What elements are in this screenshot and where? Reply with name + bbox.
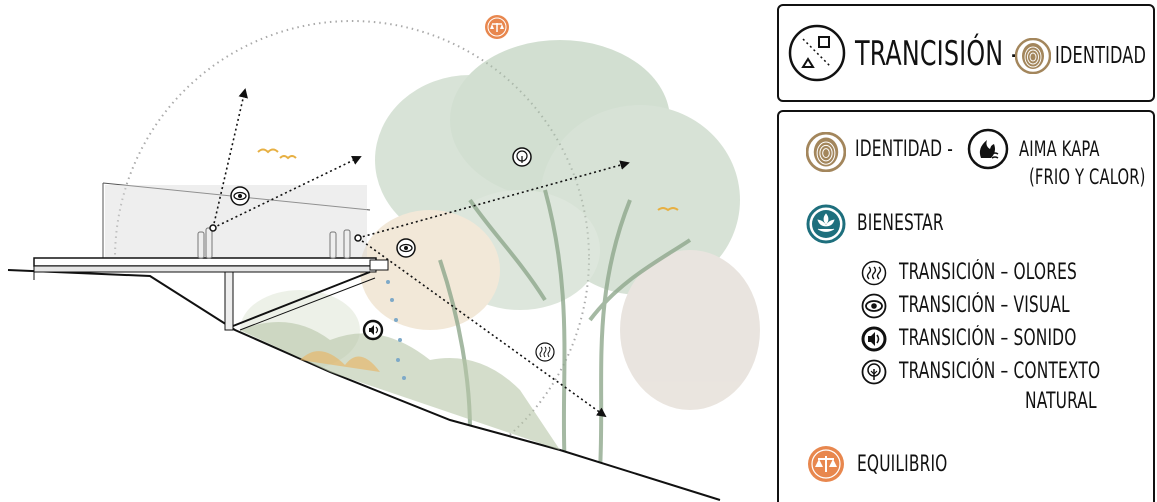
site-section-diagram bbox=[0, 15, 770, 502]
deck bbox=[33, 257, 389, 331]
orange-shrubs bbox=[300, 351, 380, 372]
eye-icon bbox=[396, 238, 416, 258]
sound-icon bbox=[362, 319, 384, 341]
legend-item-visual: TRANSICIÓN – VISUAL bbox=[899, 293, 1070, 318]
water-drops bbox=[386, 280, 406, 380]
legend-aima-line1: AIMA KAPA bbox=[1019, 137, 1100, 161]
eye-icon bbox=[861, 293, 887, 319]
legend-aima-line2: (FRIO Y CALOR) bbox=[1029, 165, 1146, 189]
title-main: TRANCISIÓN - bbox=[855, 34, 1020, 74]
legend-identity-label: IDENTIDAD - bbox=[855, 137, 953, 162]
legend-item-contexto: TRANSICIÓN – CONTEXTO bbox=[899, 359, 1101, 384]
sight-lines bbox=[212, 88, 630, 418]
legend-item-contexto-line2: NATURAL bbox=[1025, 389, 1097, 414]
smell-waves-icon bbox=[861, 260, 887, 286]
title-panel: TRANCISIÓN - IDENTIDAD bbox=[777, 4, 1155, 102]
terrain-slope bbox=[0, 270, 770, 502]
tree-icon bbox=[861, 359, 887, 385]
legend-bienestar: BIENESTAR bbox=[857, 211, 944, 236]
sound-icon bbox=[861, 326, 887, 352]
legend-item-sonido: TRANSICIÓN – SONIDO bbox=[899, 326, 1077, 351]
tree-canopy bbox=[240, 40, 760, 410]
tree-trunks bbox=[438, 189, 692, 471]
title-secondary: IDENTIDAD bbox=[1055, 43, 1147, 69]
balance-icon bbox=[808, 446, 844, 482]
eye-icon bbox=[230, 186, 250, 206]
balance-icon bbox=[485, 15, 509, 39]
birds bbox=[257, 148, 679, 212]
people bbox=[197, 227, 351, 259]
tree-icon bbox=[512, 147, 532, 167]
fingerprint-icon bbox=[1015, 38, 1051, 74]
fire-water-icon bbox=[967, 128, 1009, 170]
legend-equilibrio: EQUILIBRIO bbox=[857, 452, 948, 477]
legend-panel: IDENTIDAD - AIMA KAPA (FRIO Y CALOR) BIE… bbox=[777, 110, 1155, 502]
fingerprint-icon bbox=[806, 132, 846, 172]
transition-shapes-icon bbox=[788, 24, 846, 82]
wellbeing-lotus-icon bbox=[806, 204, 846, 244]
smell-waves-icon bbox=[535, 342, 555, 362]
legend-item-olores: TRANSICIÓN – OLORES bbox=[899, 260, 1077, 285]
